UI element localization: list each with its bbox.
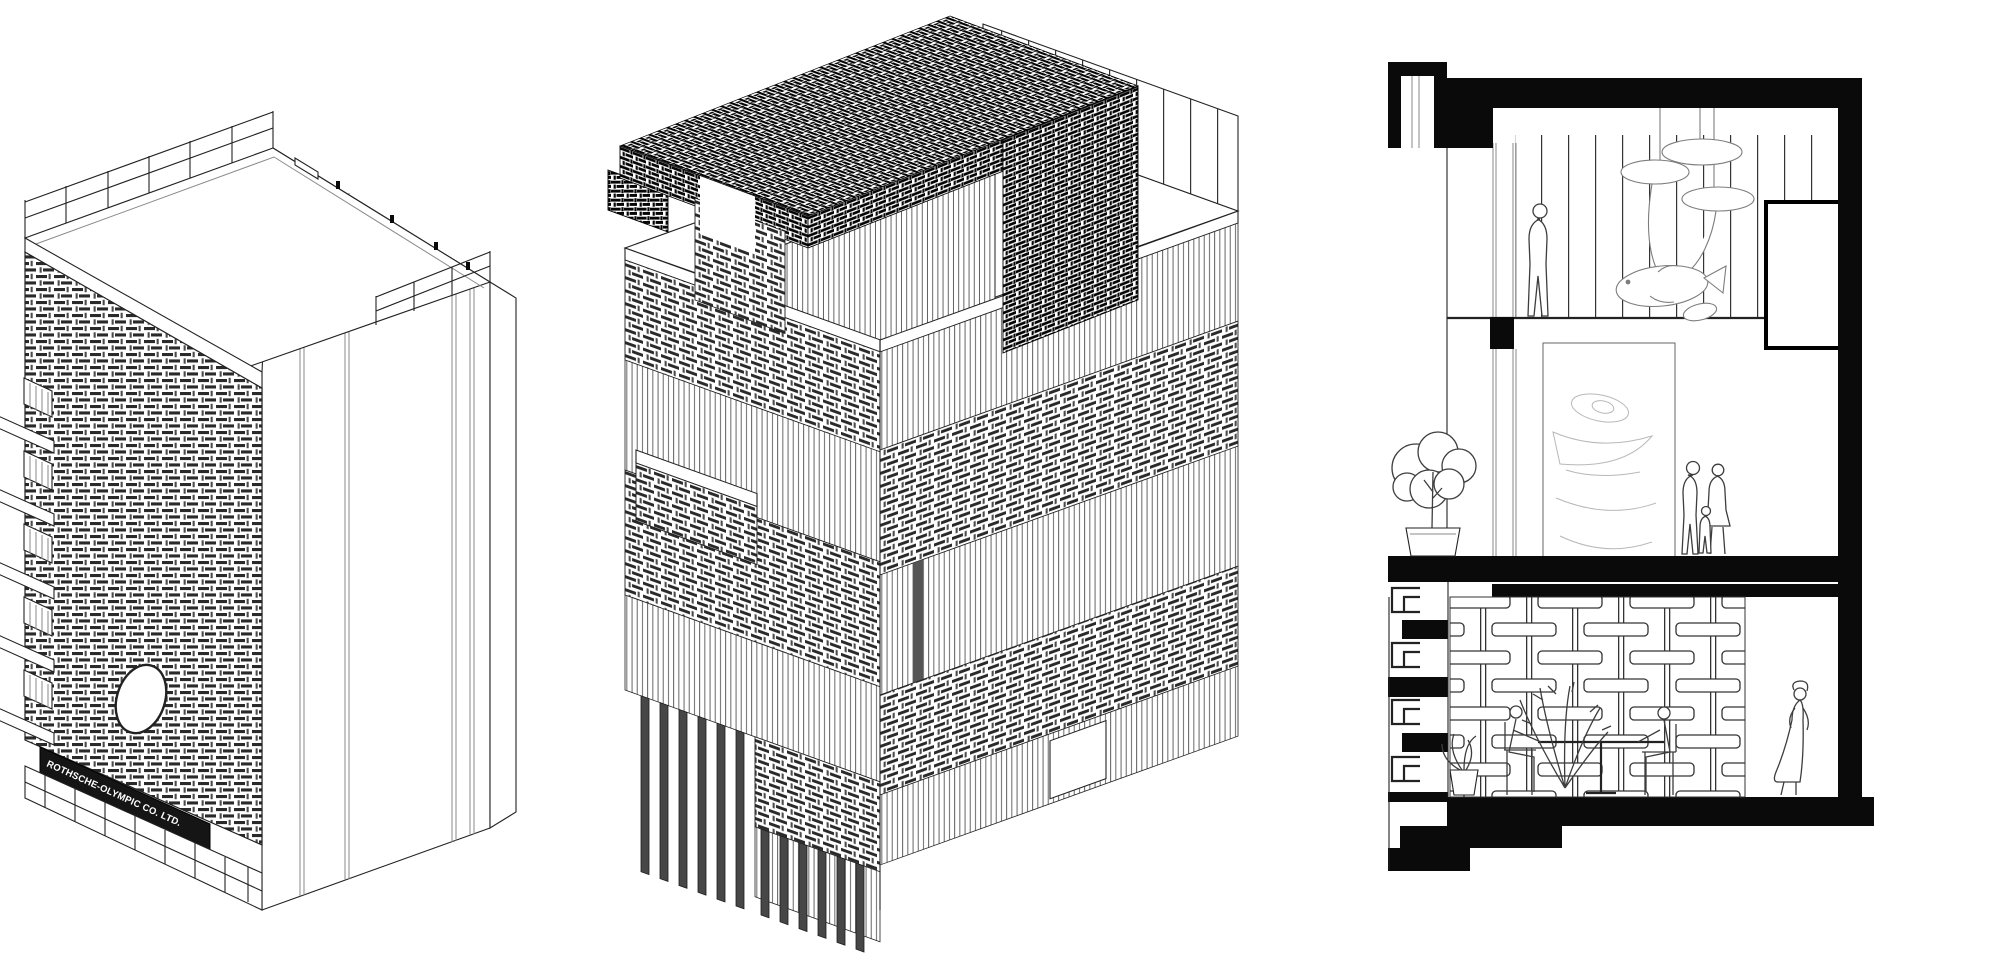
left-glazing-mullions	[1492, 143, 1517, 556]
roof-access-box	[294, 157, 319, 180]
corner-pilaster	[489, 281, 517, 829]
facade-parapet-band	[24, 237, 263, 389]
slab-notch-gap	[700, 176, 755, 255]
panel-axon-exploded-lattice-building	[607, 15, 1240, 953]
tree-planter	[1405, 527, 1461, 557]
ground-slab	[1447, 797, 1874, 826]
roof-railing	[24, 111, 491, 325]
potted-plant-small	[1441, 733, 1479, 796]
recessed-joint-strip	[913, 559, 923, 684]
ground-door-panel	[1049, 719, 1107, 800]
lower-ceiling-band	[1492, 584, 1856, 597]
parapet-block	[1388, 62, 1447, 148]
protruding-balcony-box	[635, 449, 758, 566]
circular-facade-opening	[114, 663, 168, 735]
section-poche	[1388, 62, 1874, 871]
right-face-patchwork	[879, 210, 1239, 866]
beam-cut-block	[1490, 317, 1514, 349]
seated-person-right	[1637, 706, 1671, 792]
panel-axon-existing-building: ROTHSCHE-OLYMPIC CO. LTD.	[0, 111, 517, 911]
mid-floor-slab	[1388, 556, 1862, 582]
roof-slab	[1447, 78, 1862, 108]
parapet-joint-nubs	[336, 181, 470, 270]
storefront-glazing	[24, 765, 263, 911]
couple-with-child	[1681, 460, 1731, 555]
panel-cross-section	[1388, 62, 1874, 871]
walking-woman	[1773, 680, 1809, 796]
seated-person-left	[1508, 705, 1542, 792]
right-wall	[1838, 78, 1862, 822]
floating-lattice-slab	[607, 15, 1139, 354]
balcony-railings	[23, 377, 53, 710]
hanging-fish-mobile	[1615, 108, 1755, 322]
balcony-slabs	[0, 416, 55, 746]
standing-person-upper	[1527, 203, 1549, 317]
potted-plant-large	[1519, 681, 1612, 789]
elevator-box	[1764, 200, 1858, 350]
slab-right-hanging-flap	[1002, 86, 1139, 354]
woven-lattice-facade: ROTHSCHE-OLYMPIC CO. LTD.	[0, 237, 263, 911]
lower-lattice-screen-wall	[1449, 596, 1746, 798]
cafe-furniture	[1504, 722, 1677, 795]
left-face-patchwork	[624, 247, 881, 953]
lattice-section-hooks	[1390, 586, 1420, 783]
artwork-panel	[1542, 342, 1676, 561]
piloti-columns	[640, 695, 865, 953]
terrace-tree	[1391, 431, 1477, 557]
